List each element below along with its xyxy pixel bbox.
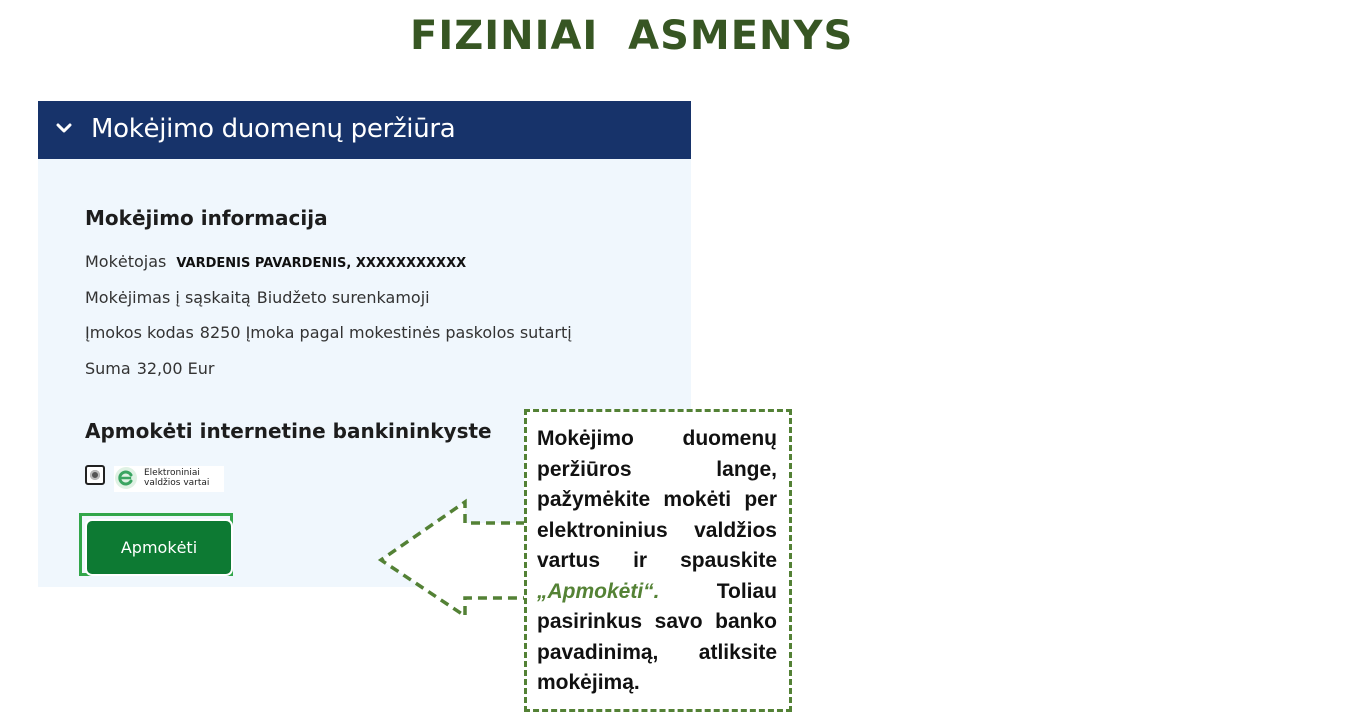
account-row: Mokėjimas į sąskaitą Biudžeto surenkamoji [85, 288, 430, 307]
callout-text-before: Mokėjimo duomenų peržiūros lange, pažymė… [537, 427, 777, 572]
panel-header[interactable]: Mokėjimo duomenų peržiūra [38, 101, 691, 159]
evv-logo[interactable]: Elektroniniai valdžios vartai [114, 466, 224, 492]
callout-highlight: „Apmokėti“. [537, 579, 660, 603]
evv-logo-line2: valdžios vartai [144, 478, 210, 488]
radio-selected-icon[interactable] [85, 465, 105, 485]
chevron-down-icon[interactable] [54, 118, 74, 138]
payer-row: Mokėtojas VARDENIS PAVARDENIS, XXXXXXXXXX… [85, 252, 466, 271]
payment-review-panel: Mokėjimo duomenų peržiūra Mokėjimo infor… [38, 101, 691, 587]
evv-logo-text: Elektroniniai valdžios vartai [144, 468, 209, 488]
payment-info-heading: Mokėjimo informacija [85, 206, 328, 230]
payment-code-row: Įmokos kodas 8250 Įmoka pagal mokestinės … [85, 323, 572, 342]
sum-label: Suma [85, 359, 131, 378]
instruction-callout: Mokėjimo duomenų peržiūros lange, pažymė… [524, 409, 792, 712]
payer-value: VARDENIS PAVARDENIS, XXXXXXXXXXX [176, 256, 467, 271]
callout-text-after: Toliau pasirinkus savo banko pavadinimą,… [537, 579, 777, 695]
callout-text: Mokėjimo duomenų peržiūros lange, pažymė… [537, 424, 777, 699]
panel-title: Mokėjimo duomenų peržiūra [91, 114, 456, 144]
pay-button[interactable]: Apmokėti [85, 519, 233, 576]
dashed-arrow-left-icon [377, 498, 525, 620]
evv-logo-icon [115, 467, 137, 489]
payment-code-label: Įmokos kodas [85, 323, 194, 342]
sum-row: Suma 32,00 Eur [85, 359, 214, 378]
payer-label: Mokėtojas [85, 252, 167, 271]
sum-value: 32,00 Eur [136, 359, 215, 378]
account-value: Biudžeto surenkamoji [256, 288, 430, 307]
bank-payment-heading: Apmokėti internetine bankininkyste [85, 419, 492, 443]
evv-logo-line1: Elektroniniai [144, 468, 200, 478]
slide-title: FIZINIAI ASMENYS [410, 13, 854, 59]
account-label: Mokėjimas į sąskaitą [85, 288, 251, 307]
payment-code-value: 8250 Įmoka pagal mokestinės paskolos sut… [199, 323, 572, 342]
